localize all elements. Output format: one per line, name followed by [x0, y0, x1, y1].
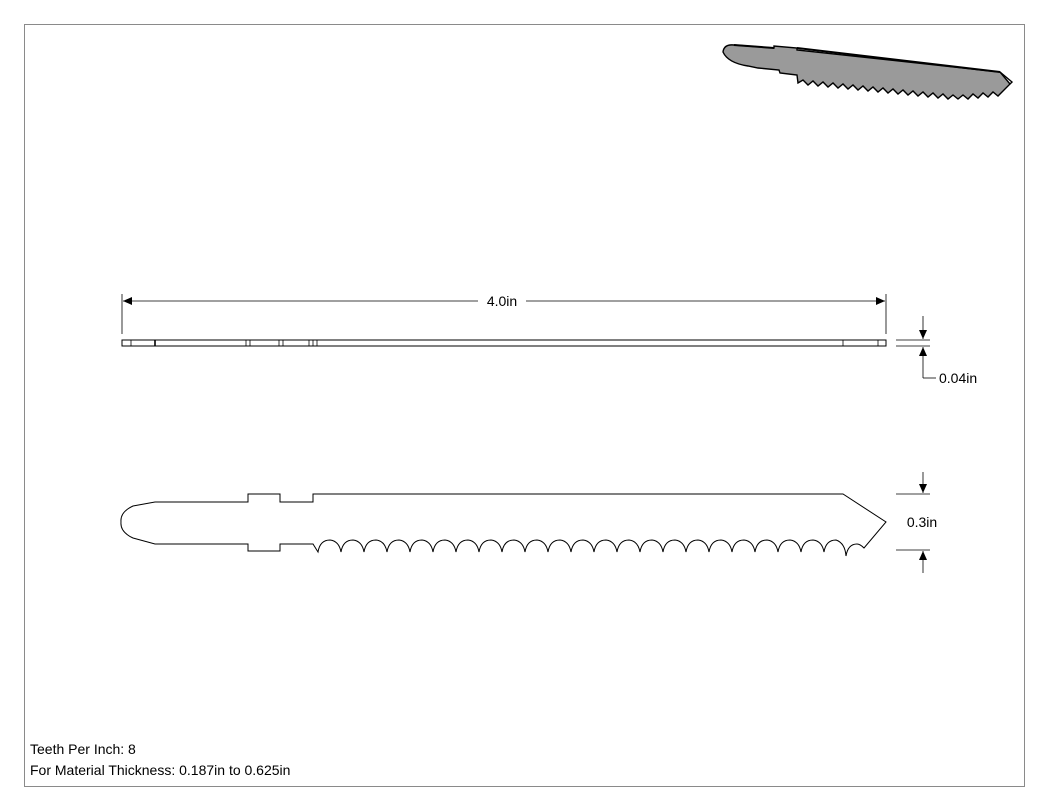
- sheet-border: [24, 24, 1025, 787]
- teeth-per-inch-note: Teeth Per Inch: 8: [30, 741, 136, 757]
- side-view: [120, 493, 887, 557]
- width-dimension: 0.3in: [896, 472, 937, 573]
- thickness-dimension: 0.04in: [896, 316, 977, 386]
- edge-view: [121, 339, 887, 347]
- thickness-label: 0.04in: [939, 370, 977, 386]
- edge-view-outline: [121, 339, 887, 347]
- material-thickness-note: For Material Thickness: 0.187in to 0.625…: [30, 762, 291, 778]
- iso-thickness-edge: [999, 71, 1014, 85]
- length-label: 4.0in: [487, 293, 517, 309]
- iso-blade-body: [722, 44, 1011, 100]
- width-label: 0.3in: [907, 514, 937, 530]
- iso-top-face-edge: [733, 44, 1001, 73]
- length-dimension: 4.0in: [121, 293, 887, 334]
- isometric-blade-view: [722, 44, 1014, 100]
- blade-profile: [120, 493, 887, 557]
